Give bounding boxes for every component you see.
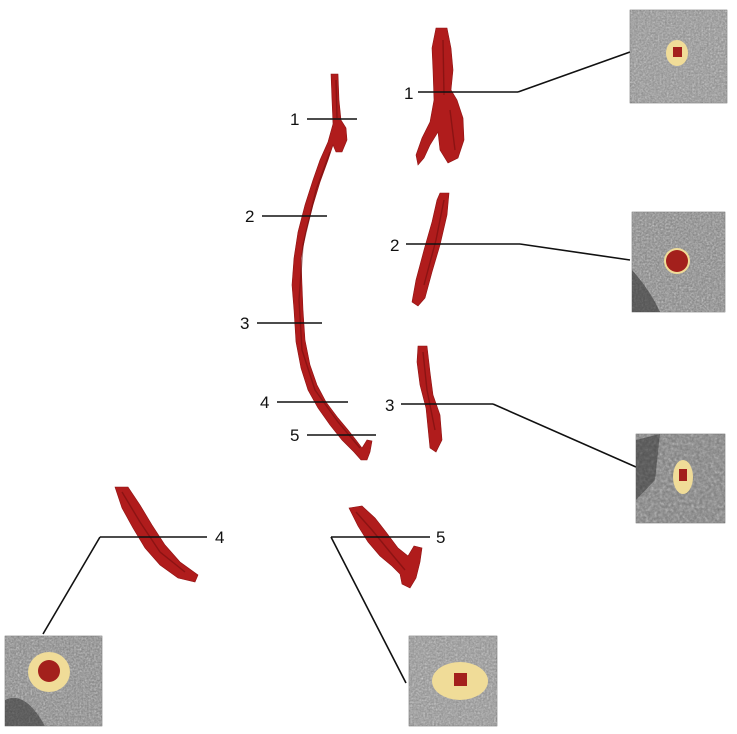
zoom-segment-2-artery: [411, 192, 450, 307]
zoom-segment-1: 1: [404, 27, 631, 166]
ct-cross-section-4: [4, 635, 103, 727]
main-label-1: 1: [290, 110, 299, 129]
lumen-2: [666, 250, 688, 272]
lumen-5: [454, 673, 467, 686]
zoom-label-5: 5: [436, 528, 445, 547]
zoom-label-1: 1: [404, 84, 413, 103]
zoom-label-4: 4: [215, 528, 224, 547]
zoom-label-2: 2: [390, 236, 399, 255]
ct-cross-section-5: [408, 635, 498, 727]
main-marker-4: 4: [260, 393, 348, 412]
zoom-label-3: 3: [385, 396, 394, 415]
full-artery-model: [291, 73, 373, 461]
main-marker-1: 1: [290, 110, 357, 129]
main-marker-3: 3: [240, 314, 322, 333]
main-label-3: 3: [240, 314, 249, 333]
main-label-4: 4: [260, 393, 269, 412]
lumen-1: [673, 47, 682, 57]
ct-cross-section-2: [631, 211, 726, 313]
lumen-3: [679, 469, 687, 481]
main-marker-5: 5: [290, 426, 376, 445]
main-marker-2: 2: [245, 207, 327, 226]
main-label-5: 5: [290, 426, 299, 445]
ct-cross-section-1: [629, 9, 728, 104]
zoom-segment-1-artery: [415, 27, 465, 166]
zoom-segment-2: 2: [390, 192, 631, 307]
zoom-segment-4-artery: [114, 486, 199, 583]
full-artery-body: [291, 73, 373, 461]
zoom-segment-4: 4: [42, 486, 224, 635]
ct-cross-section-3: [635, 433, 726, 524]
zoom-segment-5: 5: [330, 505, 445, 684]
main-label-2: 2: [245, 207, 254, 226]
zoom-segment-3: 3: [385, 345, 637, 468]
lumen-4: [38, 660, 60, 682]
